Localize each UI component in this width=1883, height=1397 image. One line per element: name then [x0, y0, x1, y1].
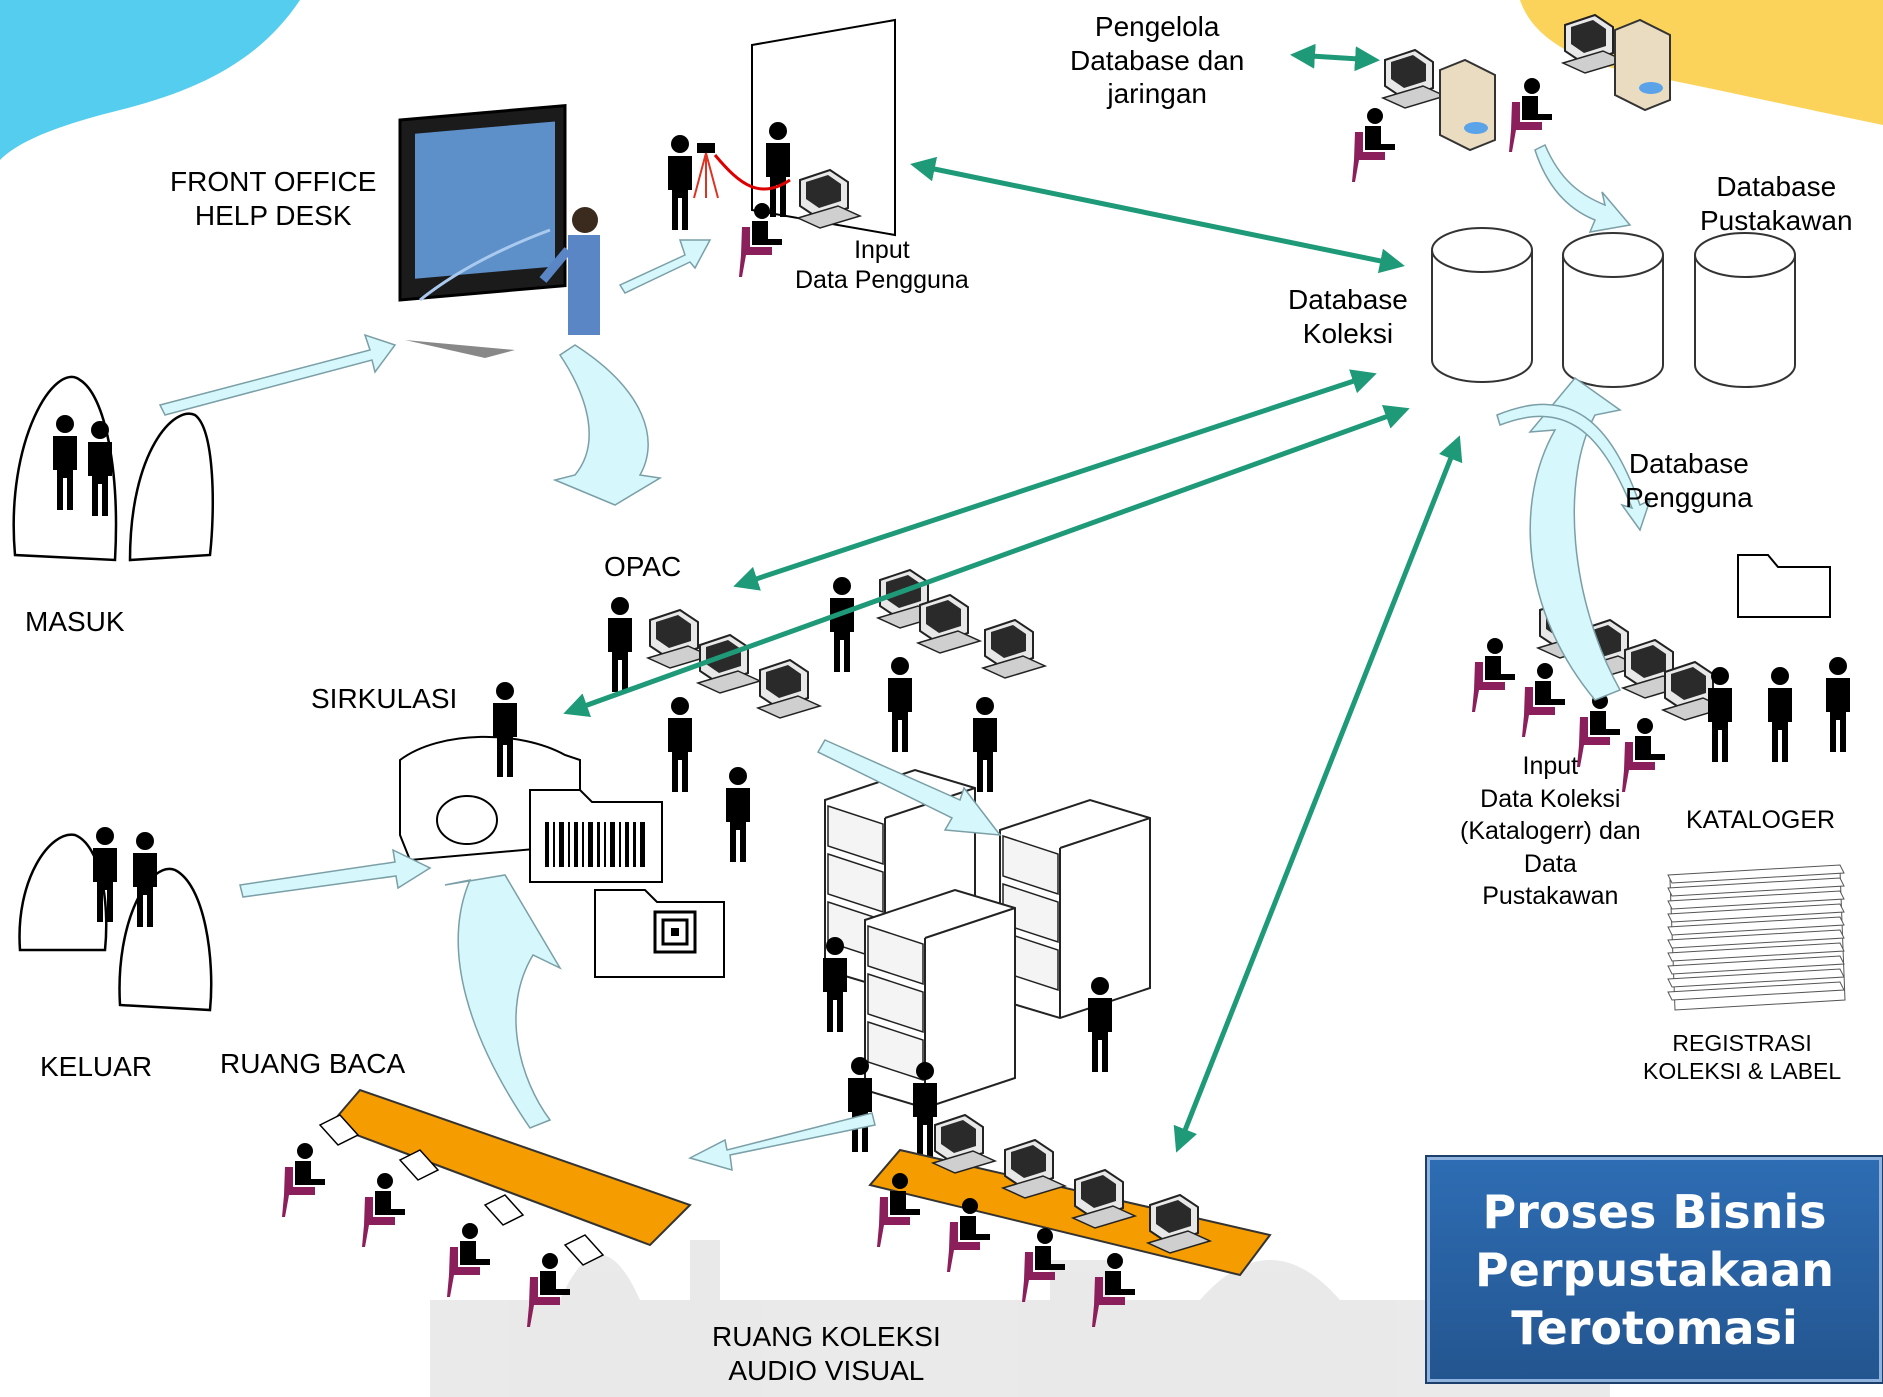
title-box: Proses Bisnis Perpustakaan Terotomasi	[1425, 1155, 1883, 1384]
server-icon	[1614, 18, 1671, 112]
title-line-3: Terotomasi	[1511, 1300, 1798, 1355]
title-line-2: Perpustakaan	[1474, 1242, 1835, 1297]
masuk-label: MASUK	[25, 606, 125, 637]
paper-stack-icon	[1667, 864, 1846, 1011]
server-icon	[1439, 58, 1496, 152]
corner-blob-blue	[0, 0, 300, 160]
av-table	[868, 1148, 1272, 1277]
katalogger-label: KATALOGER	[1686, 806, 1836, 834]
folder-icon	[1737, 554, 1831, 618]
sirkulasi-label: SIRKULASI	[311, 683, 458, 714]
ruang-baca-label: RUANG BACA	[220, 1048, 406, 1079]
rfid-icon	[594, 889, 725, 978]
data-links	[563, 43, 1463, 1153]
db-pengguna-cylinder	[1562, 232, 1664, 388]
reading-table	[328, 1088, 692, 1247]
camera-icon	[693, 143, 719, 199]
db-pustakawan-cylinder	[1694, 232, 1796, 388]
barcode-icon	[529, 789, 663, 883]
help-desk-staff	[539, 207, 600, 335]
opac-label: OPAC	[604, 551, 682, 582]
title-line-1: Proses Bisnis	[1482, 1184, 1827, 1239]
keluar-label: KELUAR	[40, 1051, 153, 1082]
db-koleksi-cylinder	[1431, 227, 1533, 383]
touchscreen-icon	[398, 103, 567, 358]
